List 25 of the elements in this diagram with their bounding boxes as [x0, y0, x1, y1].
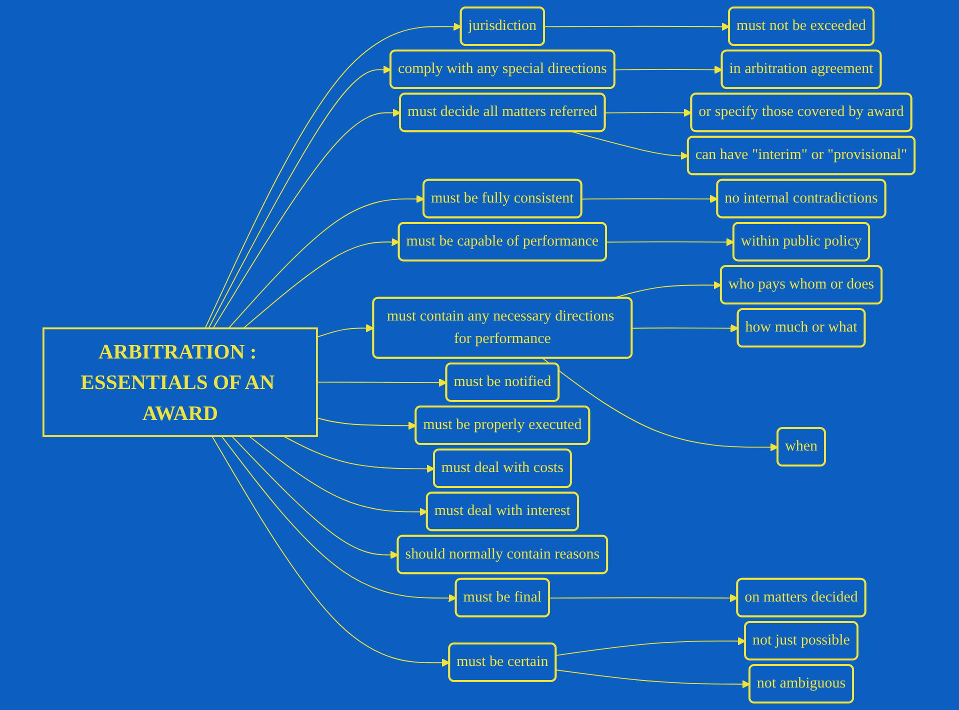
- arrow: [248, 436, 428, 516]
- arrow: [556, 637, 746, 656]
- arrow: [243, 238, 400, 329]
- arrow: [614, 66, 724, 74]
- arrow: [228, 194, 425, 329]
- arrow: [605, 108, 692, 117]
- arrow: [232, 436, 400, 560]
- arrow: [221, 436, 458, 602]
- arrow: [205, 22, 462, 329]
- arrow: [316, 417, 417, 430]
- arrow: [632, 324, 740, 332]
- arrow: [316, 324, 374, 338]
- arrow: [582, 194, 718, 204]
- arrow: [550, 594, 738, 602]
- arrow: [606, 238, 735, 246]
- arrow: [283, 436, 436, 473]
- arrow: [208, 66, 392, 329]
- arrow: [212, 436, 450, 667]
- arrow: [316, 378, 448, 387]
- arrow: [542, 358, 779, 452]
- arrow: [556, 670, 751, 688]
- arrow: [544, 22, 730, 31]
- arrow: [571, 131, 690, 160]
- arrow: [213, 108, 402, 329]
- node-box: ARBITRATION : ESSENTIALS OF AN AWARD: [42, 327, 318, 437]
